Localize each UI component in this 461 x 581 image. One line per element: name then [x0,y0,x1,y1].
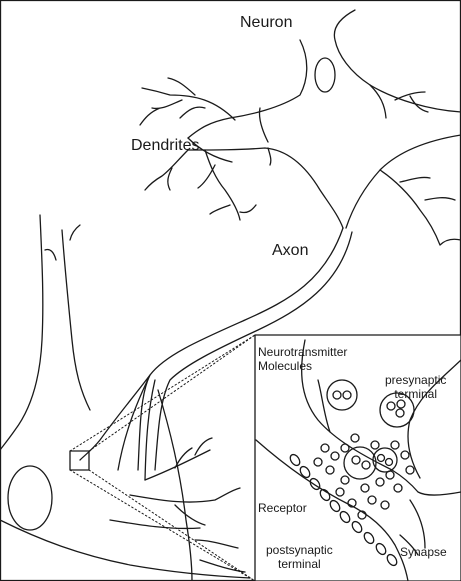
label-receptor: Receptor [258,502,307,516]
neuron-nucleus [315,58,335,92]
lower-neuron [0,215,250,578]
label-presynaptic-terminal: presynaptic terminal [385,374,446,402]
label-neuron: Neuron [240,14,292,32]
zoom-projection-lines [70,335,255,581]
label-synapse: Synapse [400,546,447,560]
label-axon: Axon [272,242,308,260]
lower-neuron-nucleus [8,466,52,530]
label-postsynaptic-terminal: postsynaptic terminal [266,544,333,572]
lower-dendrites [110,438,245,572]
label-dendrites: Dendrites [131,137,199,155]
label-neurotransmitter-molecules: Neurotransmitter Molecules [258,346,347,374]
